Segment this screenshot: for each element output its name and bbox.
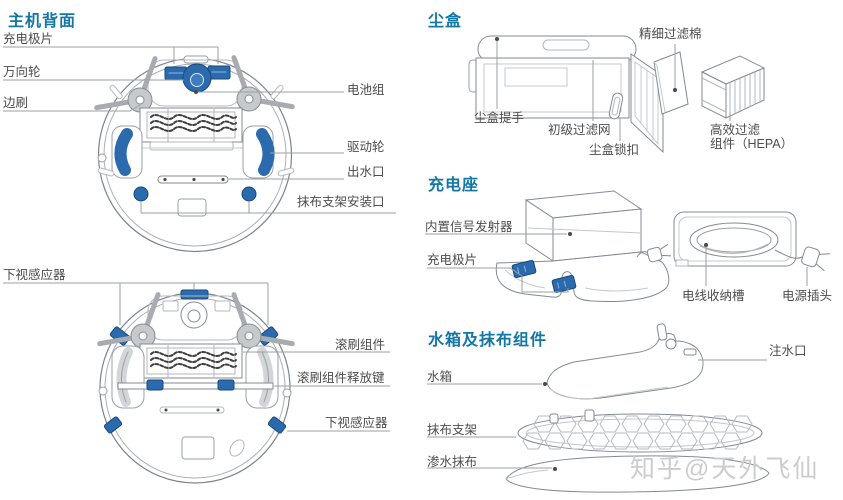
- label-roller-brush: 滚刷组件: [335, 338, 386, 352]
- label-fine-filter: 精细过滤棉: [639, 27, 702, 41]
- label-down-sensor-left: 下视感应器: [3, 268, 66, 282]
- section-title-dust-box: 尘盒: [428, 13, 463, 30]
- down-sensor-lower-left: [103, 416, 123, 434]
- label-charging-plates: 充电极片: [3, 32, 54, 46]
- label-hepa-filter: 高效过滤 组件（HEPA）: [710, 123, 793, 151]
- dock-charging-plate-right: [551, 274, 577, 294]
- label-caster-wheel: 万向轮: [3, 65, 41, 79]
- drive-wheel-left-2: [111, 345, 145, 409]
- dustbox-door: [630, 53, 664, 154]
- label-water-inlet: 注水口: [769, 344, 807, 358]
- label-down-sensor-right: 下视感应器: [325, 416, 388, 430]
- label-dustbox-handle: 尘盒提手: [474, 111, 525, 125]
- label-hepa-line1: 高效过滤: [710, 123, 761, 137]
- hepa-filter-diagram: [700, 55, 766, 119]
- down-sensor-top: [180, 289, 209, 300]
- label-mop-bracket-mount: 抹布支架安装口: [297, 195, 385, 209]
- mop-cloth-diagram: [505, 455, 770, 493]
- label-dustbox-latch: 尘盒锁扣: [589, 143, 640, 157]
- dock-plug: [646, 243, 672, 263]
- power-plug-part: [801, 246, 830, 272]
- label-hepa-line2: 组件（HEPA）: [710, 137, 794, 151]
- robot-back-diagram-bottom: [97, 289, 295, 484]
- mop-mount-left: [133, 186, 149, 202]
- fine-filter-diagram: [653, 51, 689, 115]
- water-inlet-part: [683, 348, 697, 356]
- label-dock-charging-plates: 充电极片: [427, 253, 478, 267]
- roller-release-bar: [117, 379, 274, 391]
- water-tank-diagram: [546, 323, 704, 400]
- label-power-plug: 电源插头: [782, 289, 833, 303]
- robot-back-diagram-top: [94, 55, 295, 253]
- label-signal-transmitter: 内置信号发射器: [425, 220, 513, 234]
- label-cord-storage: 电线收纳槽: [682, 289, 745, 303]
- charging-dock-diagram: [495, 190, 672, 302]
- mop-bracket-diagram: [517, 409, 763, 453]
- label-mop-cloth: 渗水抹布: [427, 455, 478, 469]
- drive-wheel-right: [242, 125, 275, 179]
- water-outlet-part: [157, 175, 229, 184]
- label-roller-release: 滚刷组件释放键: [297, 371, 385, 385]
- label-water-outlet: 出水口: [347, 165, 385, 179]
- section-title-main-back: 主机背面: [8, 13, 77, 30]
- watermark: 知乎@天外飞仙: [630, 455, 820, 483]
- mop-mount-right: [241, 186, 257, 202]
- leader-lines: [3, 41, 808, 469]
- label-side-brush: 边刷: [3, 96, 29, 110]
- caster-wheel-part: [182, 63, 212, 93]
- leader-dots: [194, 37, 708, 471]
- label-water-tank: 水箱: [427, 370, 453, 384]
- section-title-water-tank: 水箱及抹布组件: [428, 332, 548, 349]
- dustbox-latch-part: [608, 92, 624, 120]
- roller-brush-part: [139, 107, 243, 151]
- roller-brush-assembly: [139, 343, 243, 379]
- section-title-charging-dock: 充电座: [428, 177, 480, 194]
- down-sensor-lower-right: [267, 416, 287, 434]
- drive-wheel-right-2: [245, 345, 279, 409]
- label-battery-pack: 电池组: [347, 83, 385, 97]
- label-drive-wheel: 驱动轮: [347, 140, 385, 154]
- label-mop-bracket: 抹布支架: [427, 423, 478, 437]
- dock-bottom-diagram: [673, 211, 830, 272]
- label-primary-filter: 初级过滤网: [548, 123, 611, 137]
- drive-wheel-left: [111, 125, 143, 179]
